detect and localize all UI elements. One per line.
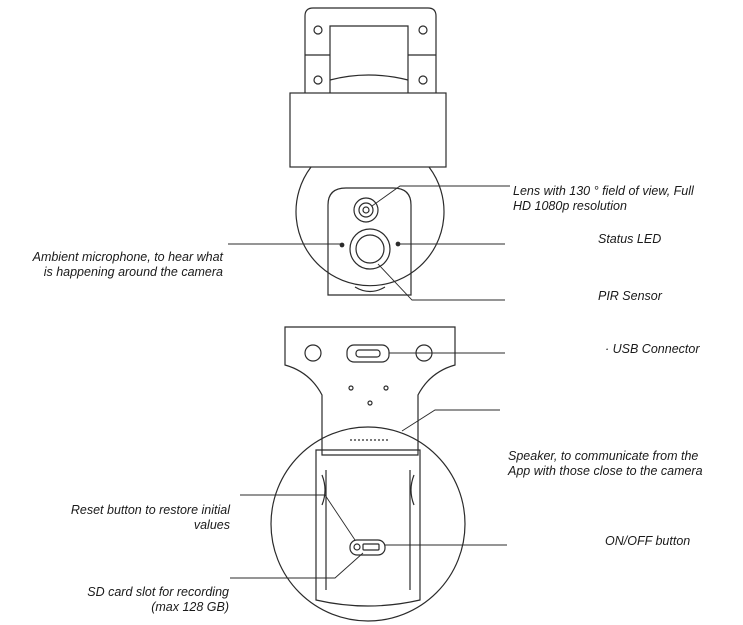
leader-lines [228,185,510,579]
collar-band [289,92,447,168]
reset-button-shape [353,543,361,551]
on-off-button-shape [349,539,386,556]
camera-head [295,166,445,287]
label-speaker: Speaker, to communicate from the App wit… [508,449,703,478]
microphone-hole [339,242,345,248]
leader-pir [377,263,505,301]
leader-reset [240,494,356,541]
label-pir-sensor: PIR Sensor [598,289,662,303]
mount-bracket [304,7,437,93]
face-plate [327,187,412,296]
back-panel [315,449,421,607]
back-plate [284,326,456,456]
leader-speaker [401,409,500,432]
label-microphone: Ambient microphone, to hear what is happ… [32,250,223,279]
camera-back-view [270,326,466,622]
label-sd-card: SD card slot for recording (max 128 GB) [87,585,229,614]
sd-slot-shape [362,543,380,551]
camera-body-back [270,426,466,622]
label-lens: Lens with 130 ° field of view, Full HD 1… [513,184,694,213]
label-on-off-button: ON/OFF button [605,534,691,548]
lens [353,197,379,223]
pir-sensor [349,228,391,270]
leader-lens [371,185,510,207]
label-reset-button: Reset button to restore initial values [70,503,230,532]
leader-sd [230,552,364,579]
label-status-led: Status LED [598,232,662,246]
usb-port [346,344,390,363]
label-usb-connector: · USB Connector [605,342,700,356]
camera-front-view [289,7,447,296]
